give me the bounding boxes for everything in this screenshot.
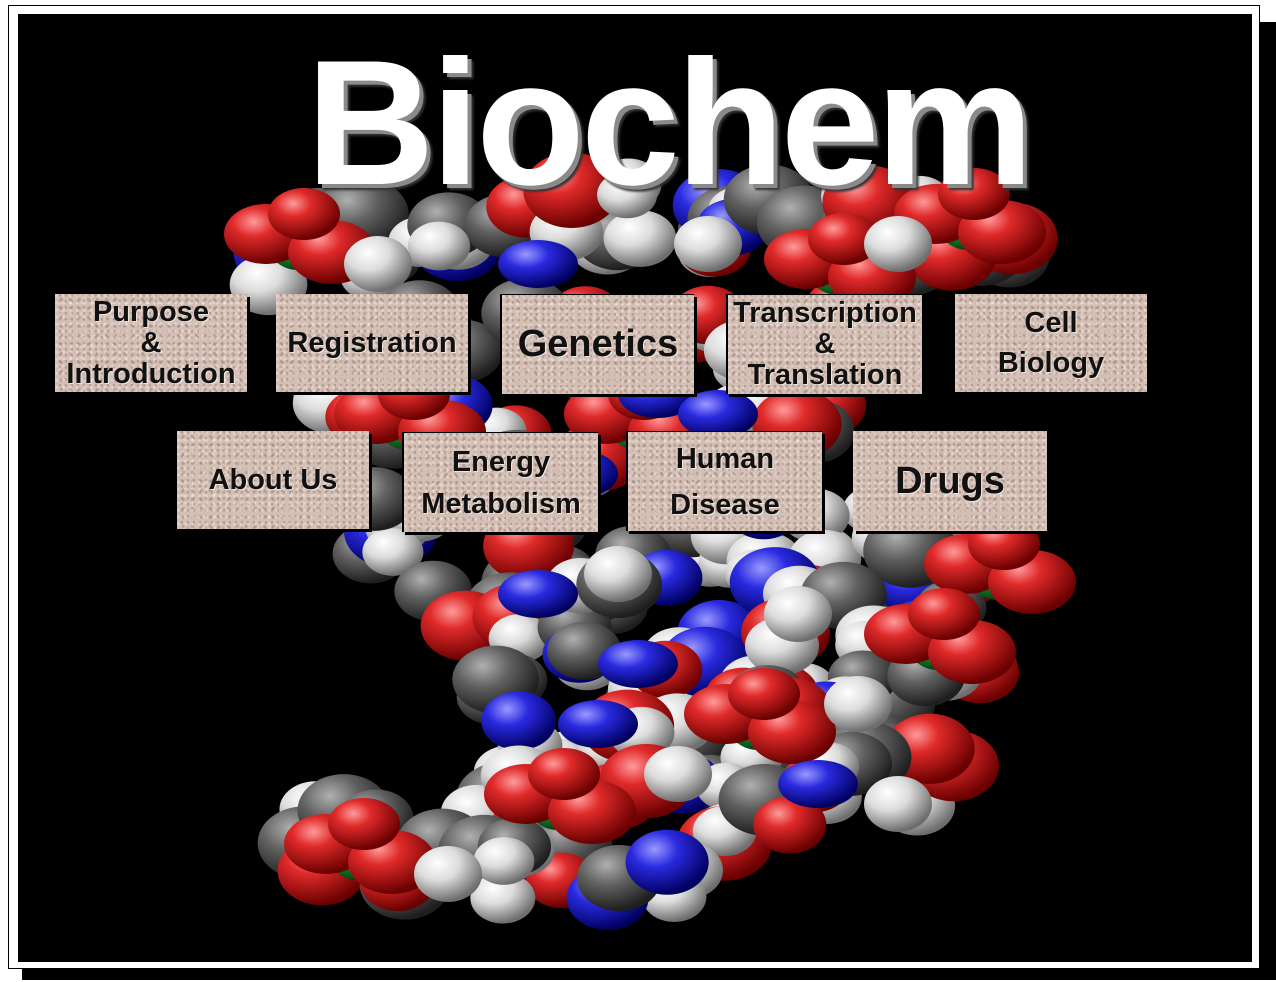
dna-atom [678,390,758,438]
dna-atom [328,798,400,850]
dna-atom [584,546,652,602]
dna-atom [603,210,677,267]
dna-atom [864,776,932,832]
dna-atom [864,216,932,272]
dna-atom [597,171,658,219]
energy-metabolism-button[interactable]: Energy Metabolism [402,432,598,532]
transcription-translation-button[interactable]: Transcription & Translation [726,294,922,394]
dna-atom [528,748,600,800]
dna-atom [808,213,880,265]
dna-atom [968,518,1040,570]
purpose-introduction-button[interactable]: Purpose & Introduction [55,294,247,392]
genetics-button[interactable]: Genetics [500,294,694,394]
dna-atom [908,588,980,640]
dna-atom [344,236,412,292]
dna-atom [362,528,424,576]
dna-atom [407,221,471,271]
dna-atom [473,837,535,885]
main-stage: Biochem Purpose & Introduction Registrat… [18,14,1252,962]
drugs-button[interactable]: Drugs [853,431,1047,531]
dna-atom [674,216,742,272]
dna-atom [470,872,536,924]
dna-atom [824,676,892,732]
human-disease-button[interactable]: Human Disease [626,431,822,531]
dna-atom [523,152,620,228]
dna-atom [498,240,578,288]
about-us-button[interactable]: About Us [177,431,369,529]
dna-atom [414,846,482,902]
registration-button[interactable]: Registration [276,294,468,392]
dna-atom [481,691,557,751]
cell-biology-button[interactable]: Cell Biology [955,294,1147,392]
dna-atom [778,760,858,808]
dna-atom [764,586,832,642]
dna-atom [598,640,678,688]
page-title: Biochem [306,23,1034,222]
dna-atom [558,700,638,748]
dna-atom [644,746,712,802]
dna-atom [753,796,827,854]
dna-atom [268,188,340,240]
dna-atom [728,668,800,720]
dna-atom [498,570,578,618]
dna-atom [625,829,709,895]
dna-atom [938,168,1010,220]
